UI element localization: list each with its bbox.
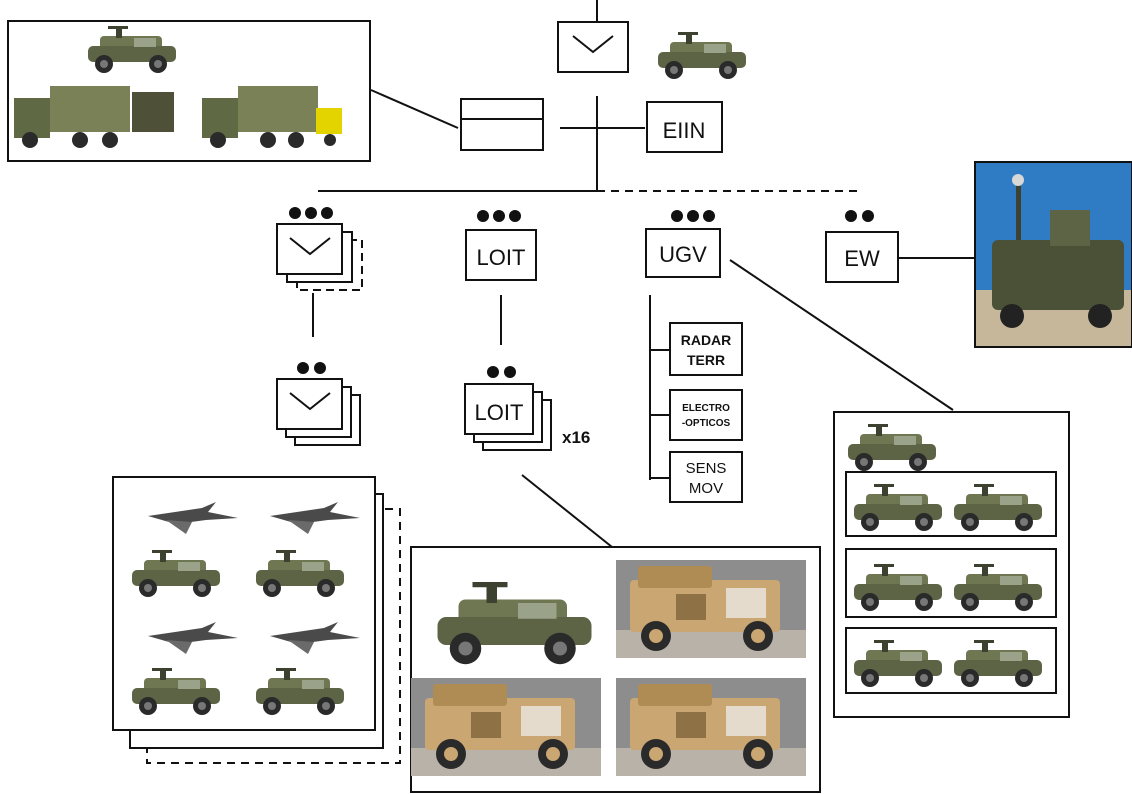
ugv-company-dots [671, 210, 715, 222]
loit-platoon-dots [487, 366, 516, 378]
loit-vehicles-panel [410, 546, 821, 793]
ew-label: EW [844, 246, 880, 271]
motion-sensor-node: SENS MOV [669, 451, 743, 503]
eiin-node: EIIN [646, 101, 723, 153]
loit-company-dots [477, 210, 521, 222]
truck-generator-photo [202, 86, 342, 148]
recon-company-symbol [276, 223, 363, 291]
ugv-vehicles-panel [833, 411, 1070, 718]
radar-label-line1: RADAR [681, 332, 732, 348]
sens-label-line2: MOV [689, 480, 723, 497]
radar-sensor-node: RADAR TERR [669, 322, 743, 376]
ew-vehicle-photo [974, 161, 1132, 348]
desert-vehicle-photo [411, 678, 601, 776]
hq-unit-symbol [557, 21, 629, 73]
logistics-photo-panel [7, 20, 371, 162]
loit-node: LOIT [465, 229, 537, 281]
electro-label-line2: -OPTICOS [682, 418, 731, 429]
ugv-node: UGV [645, 228, 721, 278]
loit-label: LOIT [477, 245, 526, 270]
radar-label-line2: TERR [687, 352, 725, 368]
loit-stack-node: LOIT [464, 383, 552, 451]
electro-optic-sensor-node: ELECTRO -OPTICOS [669, 389, 743, 441]
ew-node: EW [825, 231, 899, 283]
recon-assets-panel [112, 476, 401, 764]
truck-photo [14, 86, 174, 148]
multiplier-label: x16 [562, 428, 590, 447]
sens-label-line1: SENS [686, 460, 727, 477]
desert-vehicle-photo [616, 560, 806, 658]
connector-lines [312, 0, 975, 548]
logistics-node [460, 98, 544, 151]
electro-label-line1: ELECTRO [682, 403, 730, 414]
recon-platoon-symbol [276, 378, 361, 446]
recon-company-dots [289, 207, 333, 219]
loit-stack-label: LOIT [475, 400, 524, 425]
eiin-label: EIIN [663, 118, 706, 143]
ew-company-dots [845, 210, 874, 222]
ugv-label: UGV [659, 242, 707, 267]
desert-vehicle-photo [616, 678, 806, 776]
recon-platoon-dots [297, 362, 326, 374]
hq-vehicle-photo [658, 32, 746, 79]
